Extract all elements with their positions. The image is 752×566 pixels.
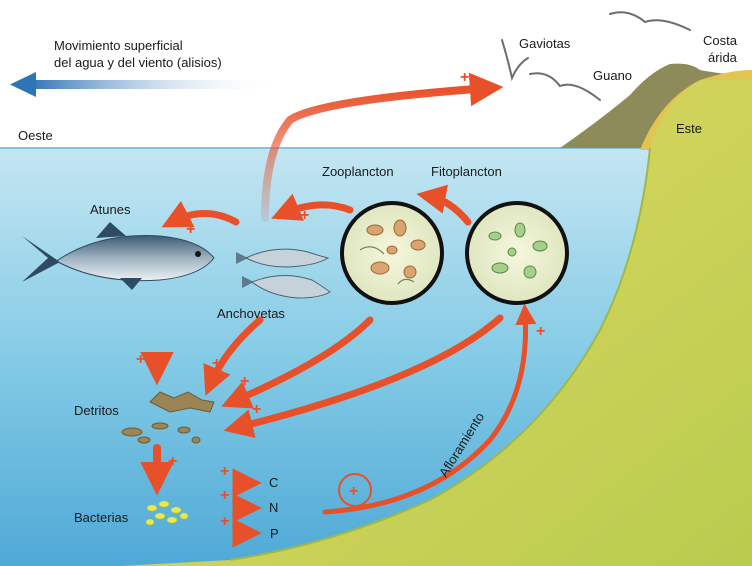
arrow-anchovies-to-detritus xyxy=(203,316,264,396)
tuna-icon xyxy=(22,222,215,290)
arrow-anchovies-to-tuna xyxy=(161,200,240,228)
bacteria-icon xyxy=(145,500,189,526)
plus-sign: + xyxy=(136,351,145,368)
arrow-to-seagulls xyxy=(261,72,504,222)
plus-sign: + xyxy=(252,401,261,418)
coast-label-line2: árida xyxy=(708,50,738,65)
phytoplankton-label: Fitoplancton xyxy=(431,164,502,179)
phytoplankton-circle xyxy=(465,201,569,305)
anchovies-label: Anchovetas xyxy=(217,306,285,321)
upwelling-arrow xyxy=(322,303,537,515)
seabed-shelf xyxy=(120,80,752,566)
seagull-icon xyxy=(501,11,691,101)
nutrient-phosphorus: P xyxy=(270,526,279,541)
arrow-zoo-to-detritus xyxy=(221,316,374,409)
plus-sign: + xyxy=(168,453,177,470)
plus-sign: + xyxy=(460,69,469,86)
plus-sign: + xyxy=(212,355,221,372)
arrow-phyto-to-detritus xyxy=(223,314,504,439)
wind-label-line2: del agua y del viento (alisios) xyxy=(54,55,222,70)
anchovy-icon xyxy=(236,248,331,299)
zooplankton-circle xyxy=(340,201,444,305)
circled-plus-icon: + xyxy=(338,473,372,507)
east-label: Este xyxy=(676,121,702,136)
plus-sign: + xyxy=(300,207,309,224)
plus-sign: + xyxy=(240,373,249,390)
plus-sign: + xyxy=(220,463,229,480)
wind-arrow xyxy=(10,72,280,97)
plus-sign: + xyxy=(220,487,229,504)
detritus-label: Detritos xyxy=(74,403,119,418)
seagulls-label: Gaviotas xyxy=(519,36,571,51)
plus-sign: + xyxy=(186,221,195,238)
plus-sign: + xyxy=(536,323,545,340)
wind-label-line1: Movimiento superficial xyxy=(54,38,183,53)
guano-label: Guano xyxy=(593,68,632,83)
plus-sign: + xyxy=(220,513,229,530)
tuna-label: Atunes xyxy=(90,202,131,217)
arrow-zoo-to-anchovies xyxy=(271,193,354,221)
nutrient-carbon: C xyxy=(269,475,278,490)
bacteria-label: Bacterias xyxy=(74,510,129,525)
plus-sign: + xyxy=(349,483,358,500)
positive-effect-signs: + + + + + + + + + + + + + xyxy=(136,69,545,530)
plus-sign: + xyxy=(442,195,451,212)
west-label: Oeste xyxy=(18,128,53,143)
zooplankton-label: Zooplancton xyxy=(322,164,394,179)
arrow-phyto-to-zoo xyxy=(416,184,472,226)
energy-flow-arrows xyxy=(140,72,537,548)
detritus-icon xyxy=(121,391,215,444)
shelf-edge xyxy=(229,147,651,561)
nutrient-nitrogen: N xyxy=(269,500,278,515)
coast-label-line1: Costa xyxy=(703,33,738,48)
